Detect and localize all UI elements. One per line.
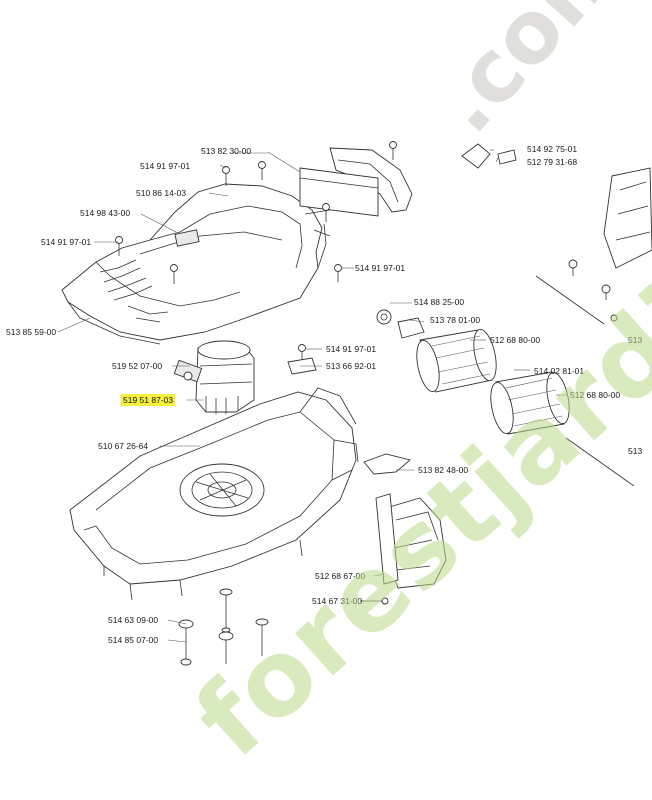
motor-unit xyxy=(173,340,317,414)
part-number-label[interactable]: 514 91 97-01 xyxy=(41,237,92,247)
roller-axles xyxy=(535,275,635,487)
part-number-label[interactable]: 514 98 43-00 xyxy=(80,208,131,218)
handle-frame xyxy=(603,167,652,269)
motor-hood-cover xyxy=(61,183,331,345)
part-number-label[interactable]: 513 xyxy=(628,446,643,456)
part-number-label[interactable]: 514 85 07-00 xyxy=(108,635,159,645)
mower-deck-chassis xyxy=(69,387,359,601)
part-number-label[interactable]: 513 78 01-00 xyxy=(430,315,481,325)
part-number-label[interactable]: 514 67 31-00 xyxy=(312,596,363,606)
part-number-label[interactable]: 514 91 97-01 xyxy=(140,161,191,171)
rear-flap-part xyxy=(375,493,447,589)
rear-roller-left xyxy=(416,329,497,393)
part-number-label[interactable]: 514 88 25-00 xyxy=(414,297,465,307)
part-number-label[interactable]: 513 xyxy=(628,335,643,345)
part-number-label[interactable]: 514 91 97-01 xyxy=(326,344,377,354)
part-number-label[interactable]: 519 52 07-00 xyxy=(112,361,163,371)
part-number-label[interactable]: 514 92 75-01 xyxy=(527,144,578,154)
grip-handle-part xyxy=(267,147,413,217)
part-number-label[interactable]: 513 82 30-00 xyxy=(201,146,252,156)
part-number-label[interactable]: 512 79 31-68 xyxy=(527,157,578,167)
part-number-label[interactable]: 513 82 48-00 xyxy=(418,465,469,475)
rear-roller-right xyxy=(490,371,570,435)
part-number-label[interactable]: 513 85 59-00 xyxy=(6,327,57,337)
part-number-label[interactable]: 512 68 80-00 xyxy=(490,335,541,345)
small-bracket-parts xyxy=(363,143,517,475)
part-number-label[interactable]: 512 68 67-00 xyxy=(315,571,366,581)
part-number-label[interactable]: 514 02 81-01 xyxy=(534,366,585,376)
part-number-label[interactable]: 510 86 14-03 xyxy=(136,188,187,198)
part-number-label[interactable]: 513 66 92-01 xyxy=(326,361,377,371)
part-number-label[interactable]: 514 63 09-00 xyxy=(108,615,159,625)
part-number-label[interactable]: 512 68 80-00 xyxy=(570,390,621,400)
leader-lines xyxy=(57,149,568,643)
part-number-label-highlighted[interactable]: 519 51 87-03 xyxy=(121,394,176,406)
wheel-bolt-set xyxy=(178,588,269,666)
part-number-label[interactable]: 514 91 97-01 xyxy=(355,263,406,273)
part-number-label[interactable]: 510 67 26-64 xyxy=(98,441,149,451)
